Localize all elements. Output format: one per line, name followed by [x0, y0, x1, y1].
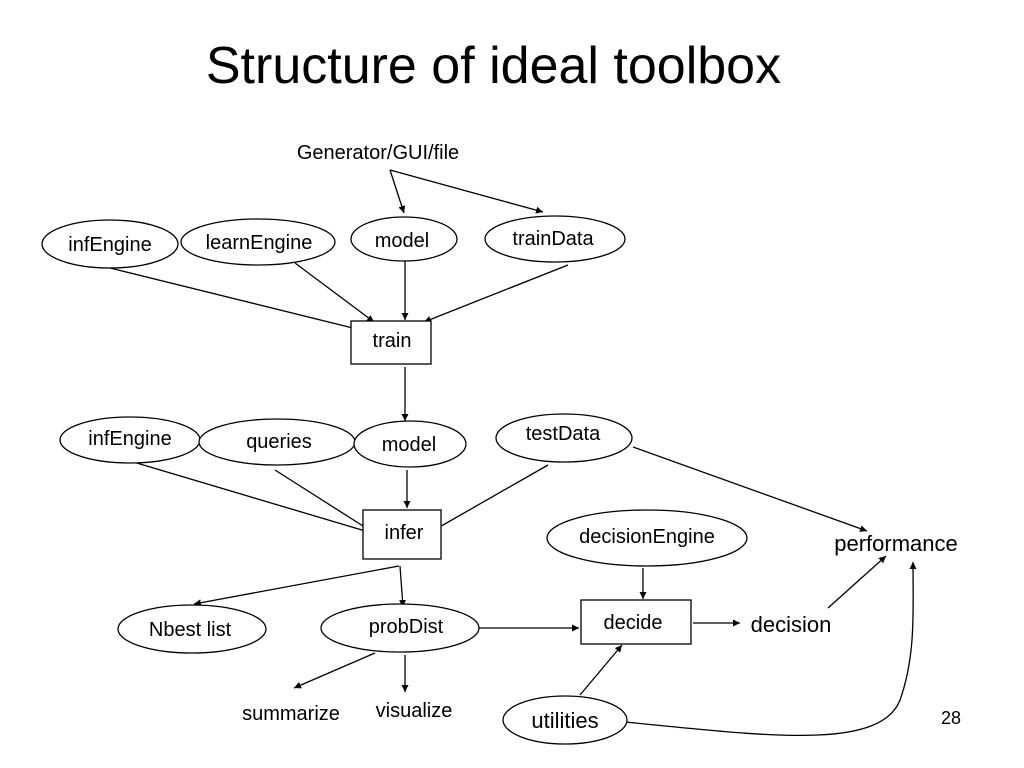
label-visualize: visualize — [376, 700, 453, 722]
edge-testdata-infer — [428, 464, 549, 534]
edge-queries-infer — [274, 469, 375, 534]
label-decide: decide — [604, 612, 663, 634]
label-learnengine: learnEngine — [206, 232, 313, 254]
label-infer: infer — [385, 522, 424, 544]
label-train: train — [373, 330, 412, 352]
label-testdata: testData — [526, 423, 601, 445]
node-learnengine — [180, 218, 336, 266]
slide-title: Structure of ideal toolbox — [205, 37, 782, 95]
edge-decision-performance — [827, 555, 887, 609]
label-infengine-top: infEngine — [68, 234, 151, 256]
label-model-top: model — [375, 230, 429, 252]
label-model-mid: model — [382, 434, 436, 456]
edge-utilities-performance — [624, 561, 917, 737]
edge-testdata-performance — [632, 446, 868, 532]
label-performance: performance — [834, 531, 958, 556]
labels: Generator/GUI/file infEngine learnEngine… — [68, 142, 957, 733]
node-nbest — [117, 604, 267, 654]
edge-learnengine-train — [294, 262, 375, 323]
label-generator: Generator/GUI/file — [297, 142, 459, 164]
box-decide — [580, 599, 692, 645]
node-probdist — [320, 603, 480, 653]
label-nbest: Nbest list — [149, 619, 232, 641]
edge-infengine-train — [109, 267, 374, 335]
edge-infengine-infer — [129, 460, 373, 535]
node-infengine-top — [41, 219, 179, 269]
edge-infer-probdist — [398, 565, 406, 608]
node-model-top — [350, 216, 458, 262]
label-decisionengine: decisionEngine — [579, 526, 715, 548]
edge-probdist-summarize — [293, 652, 376, 689]
label-infengine-mid: infEngine — [88, 428, 171, 450]
node-testdata — [495, 413, 633, 463]
label-utilities: utilities — [531, 708, 598, 733]
edge-infer-nbest — [193, 565, 400, 607]
node-traindata — [484, 215, 626, 263]
label-summarize: summarize — [242, 703, 340, 725]
edge-generator-model — [389, 169, 406, 214]
label-decision: decision — [751, 612, 832, 637]
label-probdist: probDist — [369, 616, 444, 638]
node-model-mid — [353, 420, 467, 468]
node-decisionengine — [546, 509, 748, 567]
label-queries: queries — [246, 431, 312, 453]
page-number: 28 — [940, 708, 962, 728]
edge-traindata-train — [423, 264, 569, 323]
edges — [109, 169, 917, 737]
edge-utilities-decide — [579, 644, 623, 696]
node-utilities — [502, 695, 628, 745]
label-traindata: trainData — [512, 228, 594, 250]
edge-generator-traindata — [389, 169, 544, 214]
shapes — [41, 215, 748, 745]
box-train — [350, 320, 432, 365]
box-infer — [362, 509, 442, 560]
